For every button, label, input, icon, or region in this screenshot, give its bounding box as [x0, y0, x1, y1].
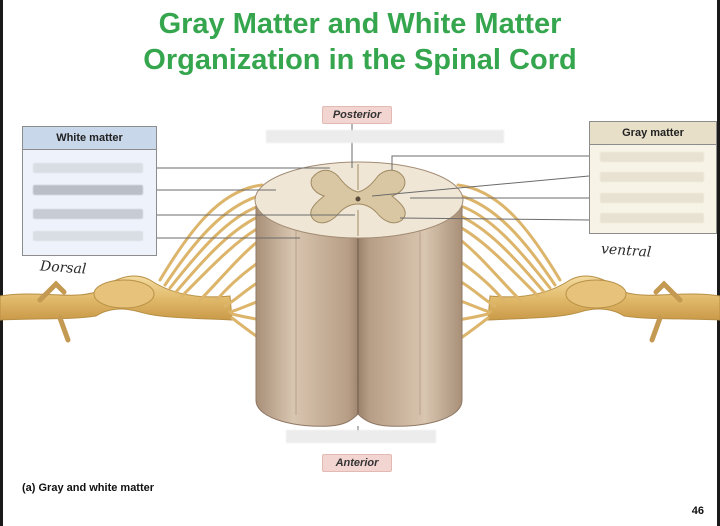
posterior-label: Posterior	[322, 106, 392, 124]
redacted-label	[600, 213, 704, 223]
gray-matter-label-box: Gray matter	[589, 121, 717, 234]
redacted-label	[33, 163, 143, 173]
white-matter-label-box: White matter	[22, 126, 157, 256]
redacted-label	[600, 152, 704, 162]
redacted-label	[600, 193, 704, 203]
anterior-label: Anterior	[322, 454, 392, 472]
title-line-1: Gray Matter and White Matter	[158, 8, 562, 40]
leader-lines	[155, 124, 590, 440]
slide-frame-left	[0, 0, 3, 526]
cord-cross-section	[254, 161, 464, 239]
redacted-label	[33, 231, 143, 241]
redacted-label	[266, 130, 504, 143]
figure-caption: (a) Gray and white matter	[22, 482, 155, 494]
white-matter-heading: White matter	[23, 127, 156, 150]
redacted-label	[33, 209, 143, 219]
spinal-cord-column	[255, 199, 463, 427]
redacted-label	[33, 185, 143, 195]
title-line-2: Organization in the Spinal Cord	[143, 44, 577, 76]
slide-frame-right	[717, 0, 720, 526]
right-rootlets	[456, 183, 562, 342]
page-number: 46	[691, 505, 704, 517]
left-spinal-nerve	[0, 275, 233, 343]
handwritten-note-dorsal: Dorsal	[39, 258, 87, 278]
redacted-label	[286, 430, 436, 443]
redacted-label	[600, 172, 704, 182]
right-spinal-nerve	[487, 275, 720, 343]
handwritten-note-ventral: ventral	[600, 241, 652, 261]
gray-matter-heading: Gray matter	[590, 122, 716, 145]
slide-title: Gray Matter and White Matter Organizatio…	[0, 6, 720, 78]
